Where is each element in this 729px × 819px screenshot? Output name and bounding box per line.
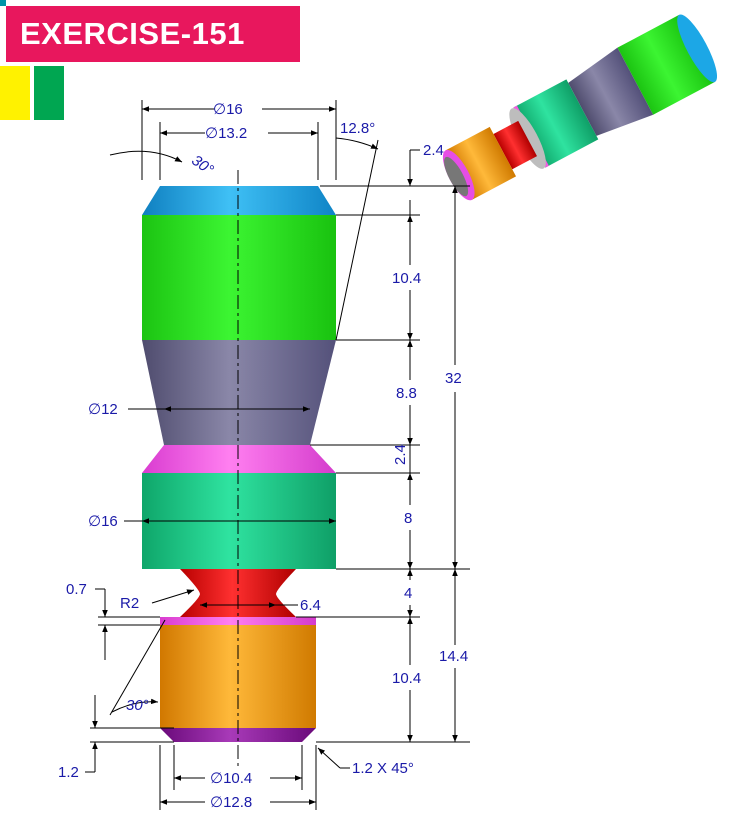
dim-32: 32 [445, 370, 462, 387]
dim-d13-2: ∅13.2 [205, 125, 247, 142]
part-front-view [142, 170, 336, 770]
title-banner: EXERCISE-151 [6, 6, 300, 62]
top-chamfer [142, 186, 336, 215]
title-prefix: EXERCISE- [20, 16, 192, 51]
dim-d12: ∅12 [88, 401, 118, 418]
dim-8: 8 [404, 510, 412, 527]
dim-d16-top: ∅16 [213, 101, 243, 118]
dim-0-7: 0.7 [66, 581, 87, 598]
dim-8-8: 8.8 [396, 385, 417, 402]
dim-chamfer-1-2x45: 1.2 X 45° [352, 760, 414, 777]
collar-chamfer [142, 445, 336, 473]
iso-preview [442, 14, 718, 201]
dim-4: 4 [404, 585, 412, 602]
tapered-section [142, 340, 336, 445]
teal-swatch [0, 0, 6, 6]
title-number: 151 [191, 16, 245, 51]
top-cylinder [142, 215, 336, 340]
dim-2-4-mid: 2.4 [392, 444, 409, 465]
dim-d16-mid: ∅16 [88, 513, 118, 530]
yellow-swatch [0, 66, 30, 120]
dim-r2: R2 [120, 595, 139, 612]
dim-1-2: 1.2 [58, 764, 79, 781]
dim-10-4-top: 10.4 [392, 270, 421, 287]
dim-d12-8: ∅12.8 [210, 794, 252, 811]
dimension-labels: ∅16 ∅13.2 12.8° 30° 2.4 10.4 8.8 32 ∅12 … [58, 101, 468, 811]
dim-6-4: 6.4 [300, 597, 321, 614]
dim-10-4-bottom: 10.4 [392, 670, 421, 687]
dim-2-4-top: 2.4 [423, 142, 444, 159]
dimension-lines [85, 100, 470, 810]
dim-angle-30-top: 30° [188, 152, 216, 179]
stub-bottom-chamfer [160, 728, 316, 742]
dim-d10-4: ∅10.4 [210, 770, 252, 787]
dim-14-4: 14.4 [439, 648, 468, 665]
green-swatch [34, 66, 64, 120]
dim-angle-30-bottom: 30° [126, 697, 149, 714]
dim-angle-12-8: 12.8° [340, 120, 375, 137]
